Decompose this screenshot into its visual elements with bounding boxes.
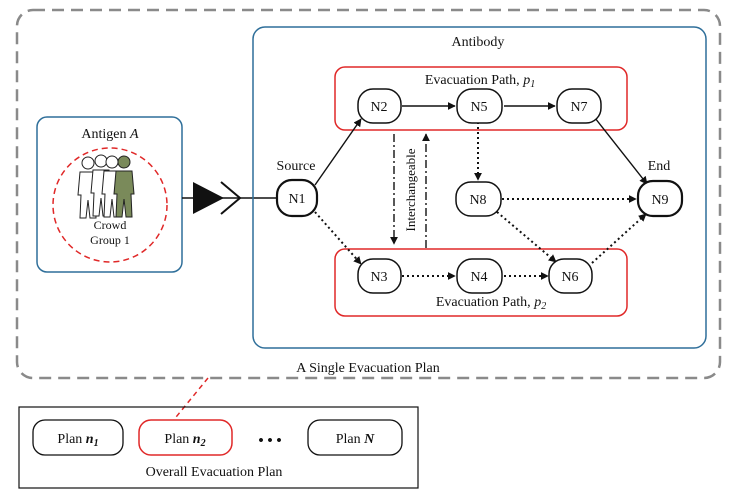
end-label: End: [648, 159, 671, 174]
interchangeable-label: Interchangeable: [403, 148, 418, 231]
overall-plan-label: Overall Evacuation Plan: [146, 465, 283, 480]
solid-edges: [314, 102, 648, 186]
node-n8-label: N8: [469, 193, 486, 208]
edge-n8-n6: [496, 211, 557, 263]
antibody-title: Antibody: [452, 35, 505, 50]
plan-n1-button[interactable]: Plan n1: [32, 419, 124, 456]
plan-n2-label: Plan n2: [164, 432, 205, 449]
node-n3[interactable]: N3: [357, 258, 402, 294]
node-n6[interactable]: N6: [548, 258, 593, 294]
node-n2-label: N2: [370, 100, 387, 115]
binding-triangle: [193, 182, 224, 214]
node-n7-label: N7: [570, 100, 587, 115]
node-n2[interactable]: N2: [357, 88, 402, 124]
antibody-box: [252, 26, 707, 349]
node-n8[interactable]: N8: [455, 181, 502, 217]
edge-n1-n2: [314, 118, 362, 186]
plan-N-label: Plan N: [336, 432, 375, 447]
evacuation-path-p2-box: [334, 248, 628, 317]
node-n4-label: N4: [470, 270, 487, 285]
plan-n2-button[interactable]: Plan n2: [138, 419, 233, 456]
node-n3-label: N3: [370, 270, 387, 285]
antigen-title: Antigen A: [81, 127, 139, 142]
node-n9-label: N9: [651, 193, 668, 208]
node-n4[interactable]: N4: [456, 258, 503, 294]
binding-chevron: [220, 181, 242, 215]
node-n9[interactable]: N9: [636, 179, 684, 218]
single-plan-label: A Single Evacuation Plan: [296, 361, 439, 376]
interchangeable-arrows: [390, 133, 430, 248]
evacuation-path-p1-box: [334, 66, 628, 131]
edge-n1-n3: [314, 211, 362, 265]
crowd-figures-icon: [77, 154, 135, 219]
plan-link-dashed: [171, 377, 209, 423]
node-n6-label: N6: [561, 270, 578, 285]
source-label: Source: [277, 159, 316, 174]
overall-plan-box: [18, 406, 419, 489]
node-n1-label: N1: [288, 192, 305, 207]
dotted-edges: [314, 122, 647, 280]
crowd-label-line2: Group 1: [90, 233, 130, 247]
evacuation-path-p2-label: Evacuation Path, p2: [436, 295, 546, 312]
crowd-circle: [52, 147, 168, 263]
plan-N-button[interactable]: Plan N: [307, 419, 403, 456]
plan-n1-label: Plan n1: [57, 432, 98, 449]
single-plan-frame: [15, 8, 722, 380]
crowd-label-line1: Crowd: [94, 218, 127, 232]
plans-ellipsis: • • •: [258, 433, 281, 449]
edge-n7-n9: [594, 117, 648, 185]
node-n7[interactable]: N7: [556, 88, 602, 124]
edge-n6-n9: [591, 213, 647, 264]
evacuation-path-p1-label: Evacuation Path, p1: [425, 73, 535, 90]
node-n5-label: N5: [470, 100, 487, 115]
node-n1[interactable]: N1: [275, 178, 319, 218]
node-n5[interactable]: N5: [456, 88, 503, 124]
antigen-box: [36, 116, 183, 273]
